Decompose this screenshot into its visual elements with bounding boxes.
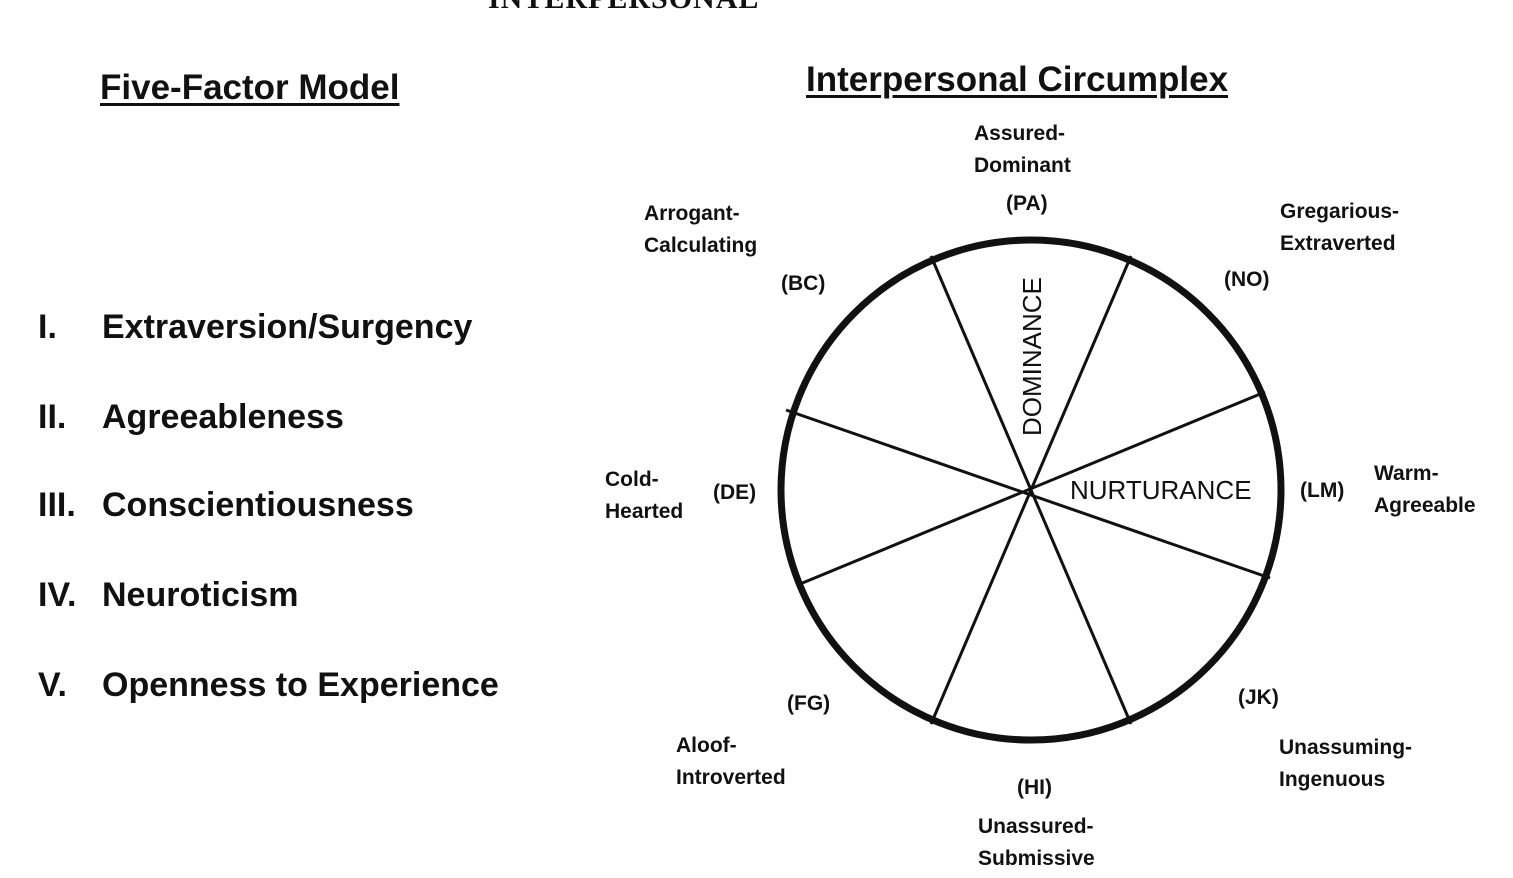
label-line: Introverted — [676, 766, 786, 789]
factor-name: Neuroticism — [102, 576, 299, 614]
factor-item: II. Agreeableness — [38, 398, 344, 437]
label-line: Agreeable — [1374, 494, 1476, 517]
label-line: Arrogant- — [644, 202, 740, 225]
octant-label-jk: Unassuming- Ingenuous — [1279, 732, 1412, 796]
octant-divider — [799, 390, 1266, 586]
label-line: Extraverted — [1280, 232, 1396, 255]
octant-code-hi: (HI) — [1017, 776, 1052, 799]
interpersonal-circumplex-title: Interpersonal Circumplex — [806, 60, 1229, 99]
label-line: Submissive — [978, 847, 1095, 870]
factor-numeral: IV. — [38, 576, 77, 614]
label-line: Unassuming- — [1279, 736, 1413, 759]
octant-label-lm: Warm- Agreeable — [1374, 458, 1476, 522]
label-line: Calculating — [644, 234, 758, 257]
factor-numeral: V. — [38, 666, 68, 704]
circumplex-circle — [777, 236, 1285, 744]
factor-item: I. Extraversion/Surgency — [38, 308, 472, 347]
five-factor-model-title: Five-Factor Model — [100, 68, 400, 107]
label-line: Assured- — [974, 122, 1066, 145]
factor-numeral: II. — [38, 398, 67, 436]
factor-name: Conscientiousness — [102, 486, 414, 524]
factor-name: Openness to Experience — [102, 666, 499, 704]
octant-label-de: Cold- Hearted — [605, 464, 683, 528]
label-line: Gregarious- — [1280, 200, 1400, 223]
label-line: Warm- — [1374, 462, 1439, 485]
dominance-axis-label: DOMINANCE — [1017, 277, 1047, 436]
octant-label-pa: Assured- Dominant — [974, 118, 1071, 182]
cut-off-top-title: INTERPERSONAL — [488, 0, 759, 16]
octant-code-bc: (BC) — [781, 272, 826, 295]
octant-code-de: (DE) — [713, 481, 757, 504]
octant-code-jk: (JK) — [1238, 686, 1279, 709]
octant-code-lm: (LM) — [1300, 479, 1345, 502]
octant-label-fg: Aloof- Introverted — [676, 730, 786, 794]
octant-label-hi: Unassured- Submissive — [978, 811, 1095, 875]
label-line: Cold- — [605, 468, 659, 491]
octant-code-no: (NO) — [1224, 268, 1270, 291]
factor-item: III. Conscientiousness — [38, 486, 414, 525]
factor-name: Extraversion/Surgency — [102, 308, 473, 346]
nurturance-axis-label: NURTURANCE — [1070, 475, 1252, 505]
octant-label-no: Gregarious- Extraverted — [1280, 196, 1399, 260]
octant-label-bc: Arrogant- Calculating — [644, 198, 757, 262]
label-line: Ingenuous — [1279, 768, 1386, 791]
factor-item: IV. Neuroticism — [38, 576, 299, 615]
label-line: Aloof- — [676, 734, 737, 757]
label-line: Hearted — [605, 500, 684, 523]
factor-item: V. Openness to Experience — [38, 666, 499, 705]
factor-numeral: III. — [38, 486, 76, 524]
octant-divider — [785, 408, 1271, 580]
factor-numeral: I. — [38, 308, 57, 346]
label-line: Dominant — [974, 154, 1071, 177]
label-line: Unassured- — [978, 815, 1094, 838]
octant-code-pa: (PA) — [1006, 192, 1048, 215]
factor-name: Agreeableness — [102, 398, 344, 436]
octant-code-fg: (FG) — [787, 692, 831, 715]
